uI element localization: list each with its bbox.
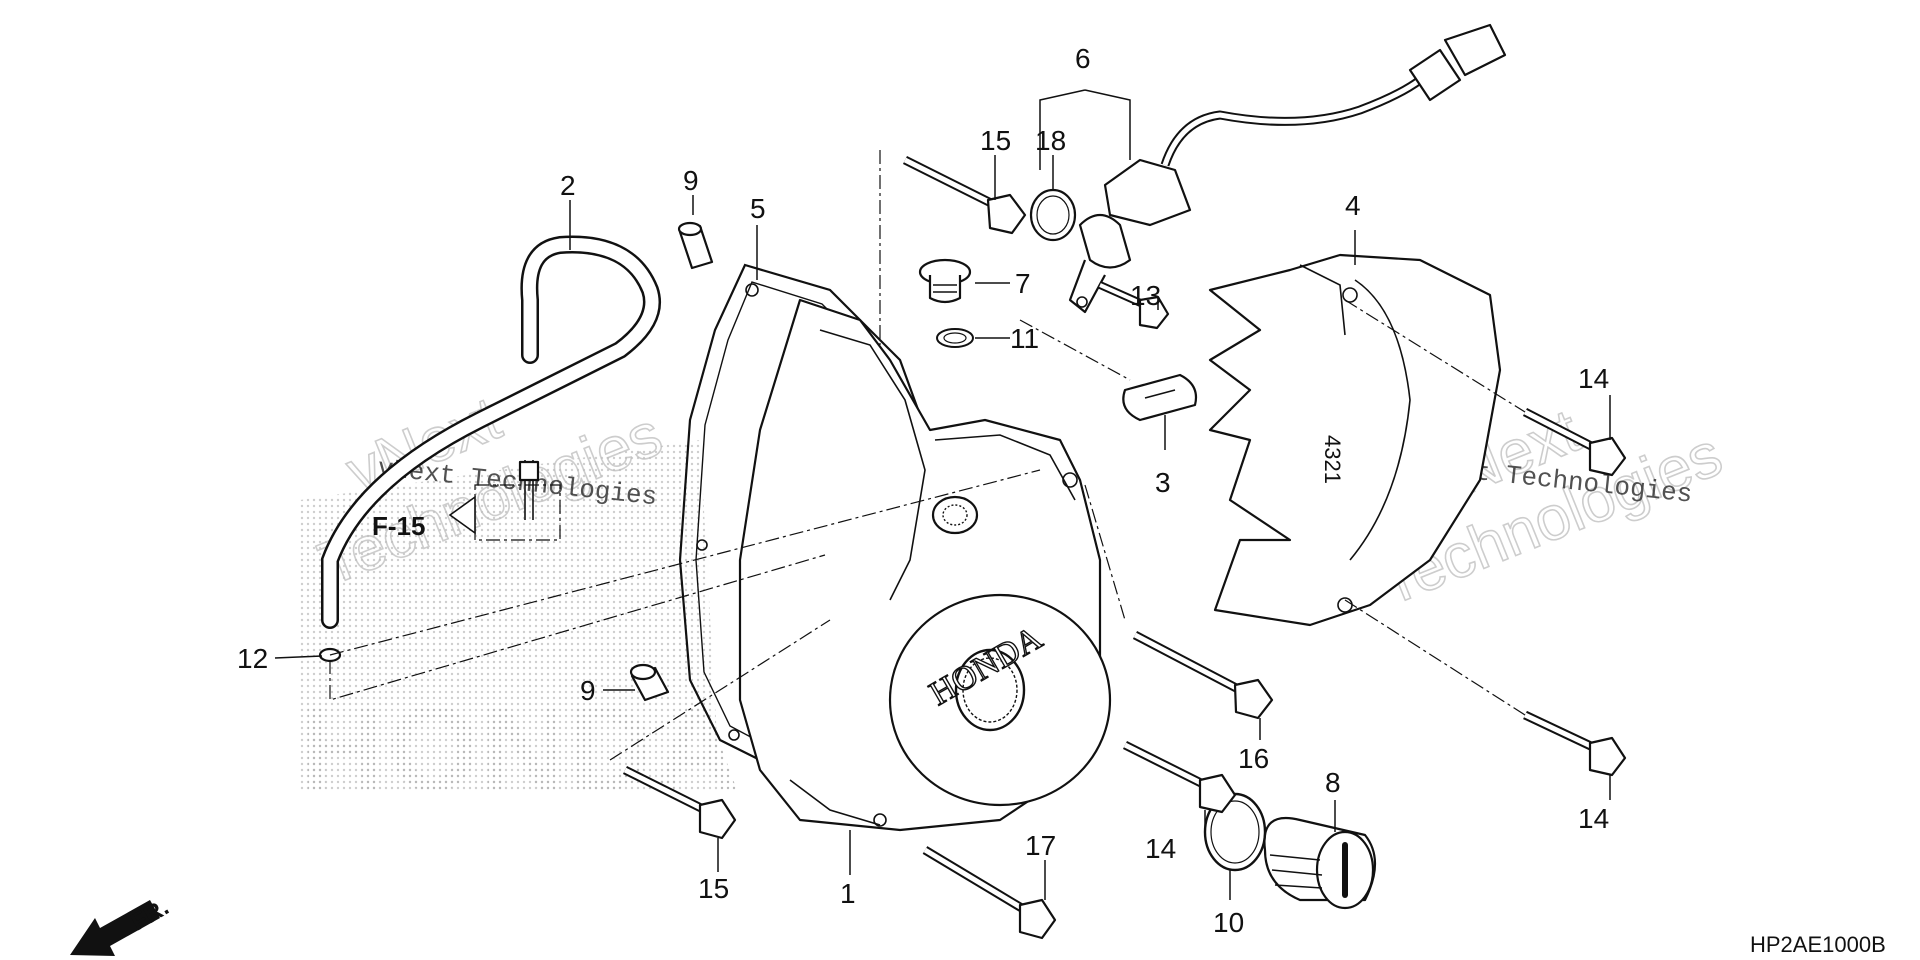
breather-tube (321, 235, 661, 629)
bolt-15-upper (902, 155, 1027, 235)
callout-8: 8 (1325, 767, 1341, 798)
callout-6: 6 (1075, 43, 1091, 74)
callout-10: 10 (1213, 907, 1244, 938)
callout-9-upper: 9 (683, 165, 699, 196)
callout-9-lower: 9 (580, 675, 596, 706)
front-direction-arrow: FR. (70, 894, 174, 956)
callout-16: 16 (1238, 743, 1269, 774)
bolt-14-upper (1522, 407, 1627, 477)
callout-17: 17 (1025, 830, 1056, 861)
grommet (1122, 373, 1198, 422)
bolt-13 (1098, 281, 1170, 330)
callout-2: 2 (560, 170, 576, 201)
callout-11: 11 (1010, 323, 1039, 354)
callout-18: 18 (1035, 125, 1066, 156)
bolt-17 (922, 846, 1057, 940)
callout-1: 1 (840, 878, 856, 909)
o-ring-sensor (1029, 188, 1077, 242)
dowel-pin-upper (677, 221, 714, 270)
alignment-lines (329, 150, 1526, 761)
callout-14-lower: 14 (1145, 833, 1176, 864)
callout-7: 7 (1015, 268, 1031, 299)
reference-f15: F-15 (372, 484, 561, 541)
outer-cover: 4321 (1208, 253, 1502, 627)
callout-15-lower: 15 (698, 873, 729, 904)
bolt-14-lower (1122, 740, 1237, 814)
sensor-assembly (1068, 23, 1507, 314)
callout-15-upper: 15 (980, 125, 1011, 156)
callout-14-upper: 14 (1578, 363, 1609, 394)
bolt-14-right (1523, 710, 1627, 777)
crankcase-cover: HONDA (738, 298, 1112, 832)
drain-plug (918, 258, 972, 304)
diagram-code: HP2AE1000B (1750, 932, 1886, 957)
cover-marks: 4321 (1320, 435, 1345, 484)
callout-12: 12 (237, 643, 268, 674)
filler-cap (1263, 816, 1376, 910)
callout-numbers: 1 2 3 4 5 6 7 8 9 9 10 11 12 13 14 14 14… (237, 43, 1609, 938)
bolt-15-lower (622, 765, 737, 840)
reference-label: F-15 (372, 511, 425, 541)
bolt-16 (1132, 631, 1274, 720)
callout-5: 5 (750, 193, 766, 224)
callout-14-right: 14 (1578, 803, 1609, 834)
dowel-pin-lower (629, 663, 670, 702)
sealing-washer (936, 328, 974, 348)
callout-13: 13 (1130, 280, 1161, 311)
leader-lines (274, 89, 1611, 900)
callout-4: 4 (1345, 190, 1361, 221)
callout-3: 3 (1155, 467, 1171, 498)
